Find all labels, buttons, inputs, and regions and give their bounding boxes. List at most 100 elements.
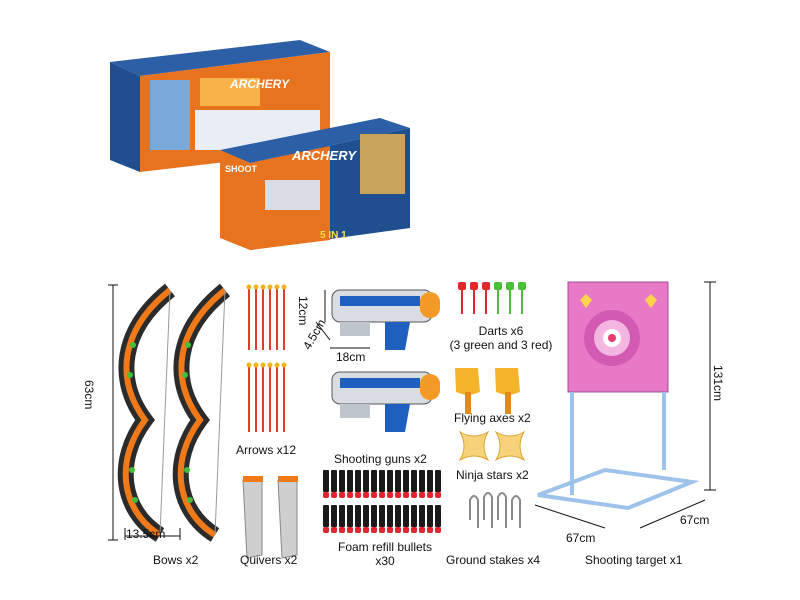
shooting-gun-top — [331, 289, 440, 350]
foam-bullet — [403, 505, 409, 527]
foam-bullet-tip — [331, 492, 337, 498]
foam-bullet — [419, 505, 425, 527]
foam-bullet — [363, 470, 369, 492]
foam-bullet — [347, 470, 353, 492]
foam-bullet-tip — [411, 492, 417, 498]
arrow-tip — [260, 284, 266, 290]
ground-stakes — [469, 492, 521, 528]
darts-label-line2: (3 green and 3 red) — [449, 338, 553, 352]
foam-bullet — [379, 470, 385, 492]
target-height-label: 131cm — [711, 365, 725, 402]
foam-bullet — [331, 470, 337, 492]
foam-bullet-tip — [435, 492, 441, 498]
arrow-tip — [253, 362, 259, 368]
foam-bullet-tip — [355, 527, 361, 533]
dart-head — [506, 282, 514, 290]
foam-bullet-tip — [355, 492, 361, 498]
foam-bullet-tip — [403, 492, 409, 498]
bow-left — [117, 283, 176, 542]
flying-axe-right — [495, 368, 520, 414]
bow-width-label: 13.5cm — [126, 527, 166, 541]
foam-bullet-tip — [339, 527, 345, 533]
foam-bullet — [355, 505, 361, 527]
arrow-tip — [267, 362, 273, 368]
package-box-front: ARCHERY SHOOT 5 IN 1 — [220, 118, 410, 250]
quiver-right — [277, 476, 298, 559]
foam-bullet — [371, 505, 377, 527]
foam-bullet-tip — [435, 527, 441, 533]
stakes-label: Ground stakes x4 — [446, 553, 541, 567]
foam-bullet-tip — [419, 527, 425, 533]
bow-height-label: 63cm — [82, 380, 96, 410]
foam-bullet — [347, 505, 353, 527]
arrow-tip — [281, 284, 287, 290]
dart-head — [470, 282, 478, 290]
dart-head — [482, 282, 490, 290]
bullets-label-line1: Foam refill bullets — [337, 540, 433, 554]
foam-bullet — [355, 470, 361, 492]
bows-label: Bows x2 — [153, 553, 199, 567]
foam-bullet — [427, 470, 433, 492]
axes-label: Flying axes x2 — [454, 411, 531, 425]
ninja-star-right — [494, 430, 526, 462]
front-box-pack-badge: 5 IN 1 — [320, 230, 347, 241]
foam-bullet — [419, 470, 425, 492]
gun-height-label: 12cm — [296, 296, 310, 326]
foam-bullet-tip — [395, 492, 401, 498]
shooting-target — [537, 281, 700, 511]
foam-bullet — [379, 505, 385, 527]
ninja-star-left — [458, 430, 490, 462]
dart-head — [458, 282, 466, 290]
target-label: Shooting target x1 — [585, 553, 683, 567]
foam-bullet — [371, 470, 377, 492]
arrows-label: Arrows x12 — [236, 443, 297, 457]
foam-bullet — [435, 470, 441, 492]
foam-bullet — [323, 505, 329, 527]
arrows-bundle — [246, 284, 287, 432]
foam-bullet — [435, 505, 441, 527]
foam-bullet-tip — [419, 492, 425, 498]
back-box-brand: ARCHERY — [229, 77, 290, 91]
bow-right — [172, 283, 231, 542]
front-box-side-text: SHOOT — [225, 164, 258, 174]
foam-bullet-tip — [387, 492, 393, 498]
foam-bullet — [331, 505, 337, 527]
arrow-tip — [267, 284, 273, 290]
quivers-label: Quivers x2 — [240, 553, 298, 567]
darts — [458, 282, 526, 314]
shooting-gun-bottom — [331, 371, 440, 432]
foam-bullet-tip — [363, 527, 369, 533]
foam-bullet — [339, 505, 345, 527]
target-width-label: 67cm — [566, 531, 596, 545]
foam-bullet-tip — [331, 527, 337, 533]
foam-bullets — [323, 470, 441, 533]
foam-bullet-tip — [347, 492, 353, 498]
arrow-tip — [253, 284, 259, 290]
foam-bullet — [363, 505, 369, 527]
target-dimension-lines — [534, 281, 716, 529]
foam-bullet — [387, 470, 393, 492]
foam-bullet-tip — [363, 492, 369, 498]
foam-bullet — [395, 470, 401, 492]
arrow-tip — [260, 362, 266, 368]
foam-bullet-tip — [403, 527, 409, 533]
gun-dimension-lines — [315, 290, 370, 349]
arrow-tip — [246, 284, 252, 290]
front-box-brand: ARCHERY — [291, 148, 357, 163]
dart-head — [494, 282, 502, 290]
foam-bullet-tip — [323, 527, 329, 533]
foam-bullet-tip — [395, 527, 401, 533]
quiver-left — [242, 476, 263, 559]
foam-bullet-tip — [347, 527, 353, 533]
foam-bullet — [403, 470, 409, 492]
foam-bullet-tip — [411, 527, 417, 533]
foam-bullet — [387, 505, 393, 527]
foam-bullet — [395, 505, 401, 527]
foam-bullet-tip — [427, 527, 433, 533]
arrow-tip — [281, 362, 287, 368]
bullets-label-line2: x30 — [375, 554, 395, 568]
foam-bullet-tip — [387, 527, 393, 533]
arrow-tip — [274, 362, 280, 368]
bow-dimension-lines — [108, 284, 181, 541]
foam-bullet-tip — [371, 492, 377, 498]
